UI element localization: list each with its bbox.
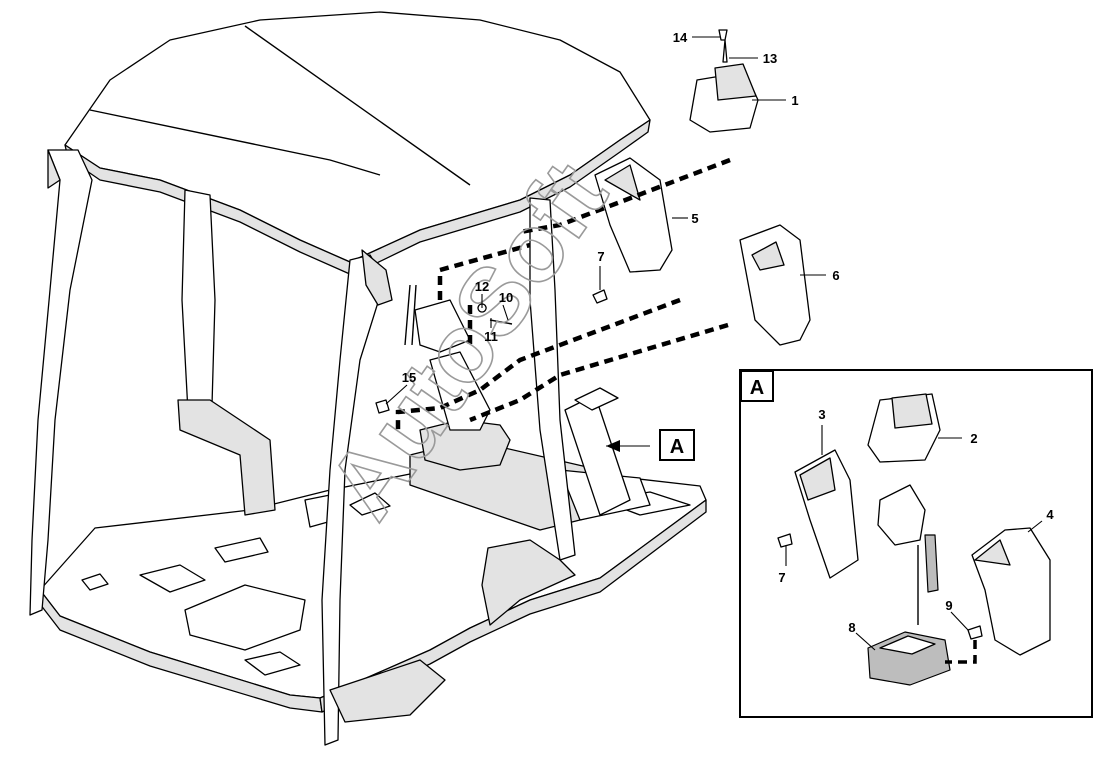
callout-12: 12 bbox=[475, 279, 489, 294]
detail-mechanism bbox=[877, 484, 926, 546]
part-13-pin bbox=[722, 39, 728, 63]
part-15-clip bbox=[375, 399, 390, 414]
callout-7-detail: 7 bbox=[778, 570, 785, 585]
callout-14: 14 bbox=[673, 30, 688, 45]
callout-13: 13 bbox=[763, 51, 777, 66]
view-reference-label: A bbox=[670, 436, 684, 458]
floor-cutout bbox=[184, 584, 306, 651]
callout-6: 6 bbox=[832, 268, 839, 283]
part-14-screw bbox=[718, 29, 728, 41]
callout-15: 15 bbox=[402, 370, 416, 385]
callout-leaders bbox=[385, 36, 1043, 651]
assembly-paths bbox=[395, 157, 731, 430]
callout-5: 5 bbox=[691, 211, 698, 226]
callout-2: 2 bbox=[970, 431, 977, 446]
view-reference-arrow: A bbox=[606, 429, 695, 461]
detail-part-9-screw bbox=[967, 625, 983, 640]
part-7-screw bbox=[592, 289, 608, 304]
detail-view-a: A bbox=[739, 369, 1093, 718]
part-10-bolt bbox=[489, 319, 513, 325]
control-column bbox=[404, 284, 631, 516]
part-5-panel bbox=[594, 157, 673, 273]
callout-1: 1 bbox=[791, 93, 798, 108]
callout-labels: 14 13 1 5 6 7 12 10 11 15 3 2 4 7 8 9 bbox=[402, 30, 1055, 635]
callout-8: 8 bbox=[848, 620, 855, 635]
cover-parts bbox=[375, 29, 811, 414]
callout-11: 11 bbox=[484, 329, 498, 344]
detail-part-7-screw bbox=[777, 533, 793, 548]
detail-view-label: A bbox=[750, 377, 764, 399]
part-12-washer bbox=[477, 303, 487, 313]
pillar-rear-mid bbox=[181, 189, 216, 413]
callout-10: 10 bbox=[499, 290, 513, 305]
pillar-rear-left bbox=[29, 149, 93, 616]
callout-3: 3 bbox=[818, 407, 825, 422]
callout-7-main: 7 bbox=[597, 249, 604, 264]
callout-4: 4 bbox=[1046, 507, 1054, 522]
cab-frame bbox=[29, 11, 707, 746]
callout-9: 9 bbox=[945, 598, 952, 613]
